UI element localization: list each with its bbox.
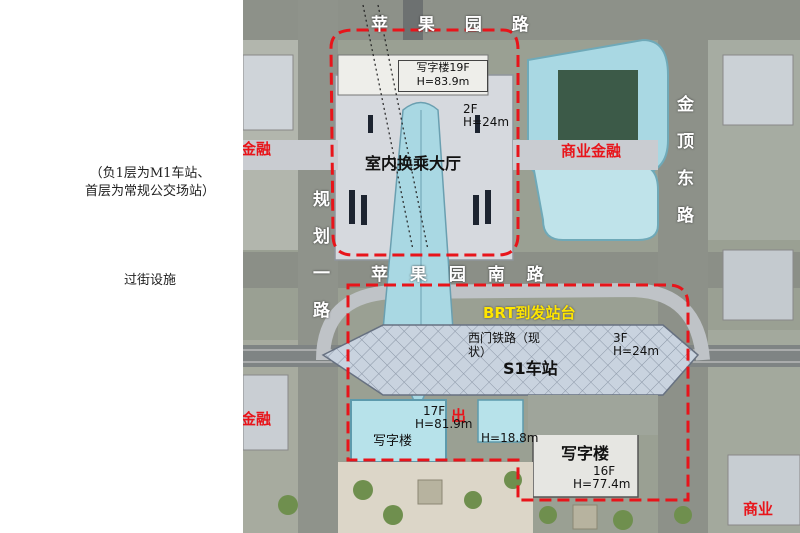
zone-label-finance-left-top: 金融 (243, 140, 272, 158)
boundary-south (346, 283, 690, 502)
office-top-floors: 19F (449, 61, 470, 74)
office-right-floors: 16F (593, 464, 616, 478)
road-label-top: 苹 果 园 路 (371, 15, 541, 35)
zone-label-commercial-right-top: 商业金融 (561, 142, 622, 160)
boundary-north (329, 28, 520, 257)
office-left-name: 写字楼 (373, 434, 413, 449)
rail-line-label: 西门铁路（现 (468, 331, 541, 345)
office-left-floors: 17F (423, 404, 446, 418)
building-far-left-1 (243, 54, 294, 131)
office-mid-height: H=18.8m (481, 431, 539, 445)
ring-building-ne-lower (531, 164, 659, 241)
building-far-right-2 (722, 249, 794, 321)
hall-roof-floors: 2F (463, 102, 478, 116)
office-left-height: H=81.9m (415, 417, 473, 431)
bridge-left (243, 140, 338, 170)
road-label-right: 金顶东路 (673, 95, 693, 243)
building-far-left-2 (243, 374, 289, 451)
bridge-right (513, 140, 658, 170)
office-right-base (528, 395, 658, 435)
road-label-middle: 苹 果 园 南 路 (371, 265, 552, 285)
exit-label: 出 (451, 407, 467, 425)
building-far-right-1 (722, 54, 794, 126)
office-right-height: H=77.4m (573, 477, 631, 491)
hall-roof-height: H=24m (463, 115, 510, 129)
office-top-height: H=83.9m (416, 75, 470, 88)
site-plan-map: 苹 果 园 路 苹 果 园 南 路 规划一路 金顶东路 金融 商业金融 金融 商… (243, 0, 800, 533)
s1-station-roof (321, 324, 700, 396)
office-top-name: 写字楼 (416, 61, 450, 74)
transfer-hall-label: 室内换乘大厅 (365, 154, 462, 173)
s1-station-label: S1车站 (503, 359, 558, 378)
zone-label-commercial-right-bottom: 商业 (743, 500, 774, 518)
s1-roof-height: H=24m (613, 344, 660, 358)
road-label-left: 规划一路 (309, 190, 329, 338)
tag-office-top: 写字楼19F H=83.9m (398, 60, 488, 92)
annotation-crossing-facility: 过街设施 (123, 273, 176, 288)
site-plan-drawing (243, 0, 800, 533)
office-right-name: 写字楼 (561, 444, 610, 463)
annotation-station-line-1: （负1层为M1车站、 (89, 166, 211, 181)
zone-label-finance-left-bottom: 金融 (243, 410, 272, 428)
s1-roof-floors: 3F (613, 331, 628, 345)
building-far-right-3 (727, 454, 800, 526)
office-mid-building (477, 399, 524, 443)
road-left (298, 0, 338, 533)
brt-station-label: BRT到发站台 (483, 304, 576, 322)
annotation-station-note: （负1层为M1车站、 首层为常规公交场站） (60, 165, 240, 201)
rail-line-label-2: 状） (468, 345, 493, 359)
brt-loop (316, 282, 710, 361)
annotation-station-line-2: 首层为常规公交场站） (84, 184, 215, 199)
